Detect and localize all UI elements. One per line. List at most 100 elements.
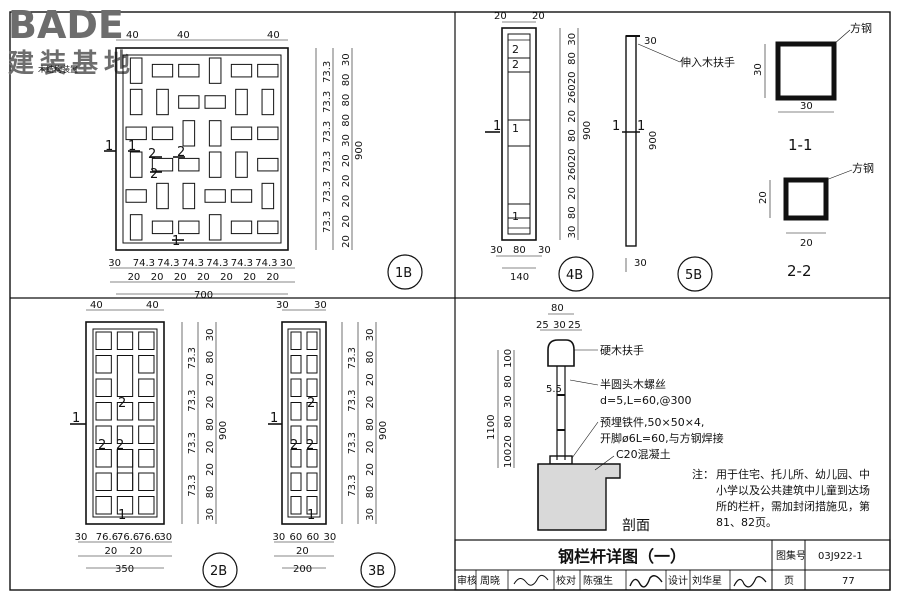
logo-brand: BADE [8, 3, 124, 47]
p2b-bottom-dim-2: 76.6 [117, 532, 139, 543]
p2b-top-1: 40 [90, 300, 103, 311]
profile-left-dim-1: 80 [503, 375, 514, 388]
profile-height: 1100 [486, 415, 497, 440]
lattice-cell [138, 331, 155, 350]
callout-handrail: 硬木扶手 [600, 343, 644, 357]
callout-screw-spec: d=5,L=60,@300 [600, 394, 692, 407]
sec22-h: 20 [758, 191, 769, 204]
p2b-height: 900 [218, 421, 229, 440]
sec22-w: 20 [800, 238, 813, 249]
p1b-right-a-2: 73.3 [322, 121, 333, 143]
lattice-bar-horizontal [151, 63, 174, 78]
lattice-cell [95, 331, 112, 350]
p4b-right-b-1: 80 [567, 52, 578, 65]
lattice-bar-vertical [156, 182, 169, 210]
p1b-right-b-4: 30 [341, 134, 352, 147]
lattice-bar-vertical [208, 57, 222, 84]
p1b-bottom-sub-1: 20 [151, 272, 164, 283]
sec11-tube [775, 41, 837, 101]
p2b-right-b-0: 30 [205, 328, 216, 341]
p3b-right-a-2: 73.3 [347, 432, 358, 454]
p3b-right-b-0: 30 [365, 328, 376, 341]
p1b-right-b-2: 80 [341, 94, 352, 107]
p4b-right-b-6: 20 [567, 149, 578, 162]
lattice-cell [116, 402, 134, 421]
p5b-label: 5B [685, 268, 702, 283]
bade-logo: BADE 建装基地 木结构装置 [8, 3, 130, 79]
p3b-right-b-7: 80 [365, 486, 376, 499]
p4b-right-b-7: 260 [567, 161, 578, 180]
p2b-right-b-3: 20 [205, 396, 216, 409]
lattice-bar-vertical [182, 182, 196, 210]
note-line-1: 用于住宅、托儿所、幼儿园、中 [716, 467, 870, 481]
p1b-bottom-sub-5: 20 [243, 272, 256, 283]
page-no: 77 [842, 576, 855, 587]
lattice-cell [116, 425, 134, 444]
tb-key-3: 设计 [668, 574, 688, 587]
lattice-cell [95, 355, 112, 374]
p1b-top-dim-1: 40 [126, 30, 139, 41]
p3b-bottom-dim-0: 30 [273, 532, 286, 543]
lattice-bar-horizontal [178, 157, 200, 172]
p2b-right-a-0: 73.3 [187, 347, 198, 369]
profile-top-25b: 25 [568, 320, 581, 331]
p3b-height: 900 [378, 421, 389, 440]
p1b-bottom-dim-1: 74.3 [133, 258, 155, 269]
lattice-bar-horizontal [257, 220, 279, 235]
lattice-cell [290, 425, 302, 444]
p3b-right-b-6: 20 [365, 463, 376, 476]
p4b-right-b-2: 20 [567, 71, 578, 84]
tb-val-1: 周晓 [480, 575, 500, 587]
p3b-label: 3B [368, 564, 385, 579]
p2b-sec-1b: 1 [118, 508, 126, 523]
p4b-right-b-4: 20 [567, 110, 578, 123]
panel-1b-sec-2a: 2 [148, 147, 156, 162]
panel-4b: 2 2 1 1 1 20 20 308020260208020260208030… [485, 11, 594, 292]
p2b-right-b-8: 30 [205, 508, 216, 521]
p4b-sec-2b: 2 [512, 58, 519, 71]
p1b-bottom-sub-0: 20 [128, 272, 141, 283]
p3b-sec-2c: 2 [306, 438, 314, 453]
p2b-right-a-1: 73.3 [187, 389, 198, 411]
p3b-right-b-8: 30 [365, 508, 376, 521]
lattice-bar-vertical [116, 449, 134, 491]
lattice-bar-horizontal [230, 189, 253, 203]
panel-5b: 伸入木扶手 30 1 1 900 30 5B [612, 35, 735, 292]
p4b-right-b-5: 80 [567, 129, 578, 142]
profile-left-dim-2: 30 [503, 395, 514, 408]
p4b-sec-1b: 1 [512, 210, 519, 223]
signature-1 [513, 574, 549, 586]
p3b-bottom-dim-1: 60 [290, 532, 303, 543]
p2b-right-b-4: 80 [205, 418, 216, 431]
lattice-cell [95, 425, 112, 444]
p2b-right-a-2: 73.3 [187, 432, 198, 454]
p1b-right-a-1: 73.3 [322, 91, 333, 113]
profile-label: 剖面 [622, 518, 650, 534]
lattice-cell [306, 496, 318, 515]
tb-val-3: 刘华星 [692, 574, 722, 587]
p1b-right-b-5: 20 [341, 154, 352, 167]
concrete-slab [537, 463, 621, 531]
lattice-cell [95, 472, 112, 491]
panel-3b-frame [281, 321, 327, 525]
profile-left-dim-0: 100 [503, 349, 514, 368]
p5b-bottom: 30 [634, 258, 647, 269]
p1b-bottom-dim-0: 30 [108, 258, 121, 269]
note-line-2: 小学以及公共建筑中儿童到达场 [716, 483, 870, 497]
lattice-bar-vertical [129, 214, 143, 241]
profile-left-dim-4: 20 [503, 435, 514, 448]
panel-5b-bar [625, 35, 637, 247]
lattice-bar-vertical [129, 151, 143, 178]
panel-1b-sec-1a: 1 [105, 139, 113, 154]
panel-1b-inner [122, 54, 282, 244]
p2b-bottom-dim-3: 76.6 [138, 532, 160, 543]
p2b-sec-2a: 2 [118, 396, 126, 411]
p1b-top-dim-3: 40 [267, 30, 280, 41]
profile-left-dim-5: 100 [503, 449, 514, 468]
